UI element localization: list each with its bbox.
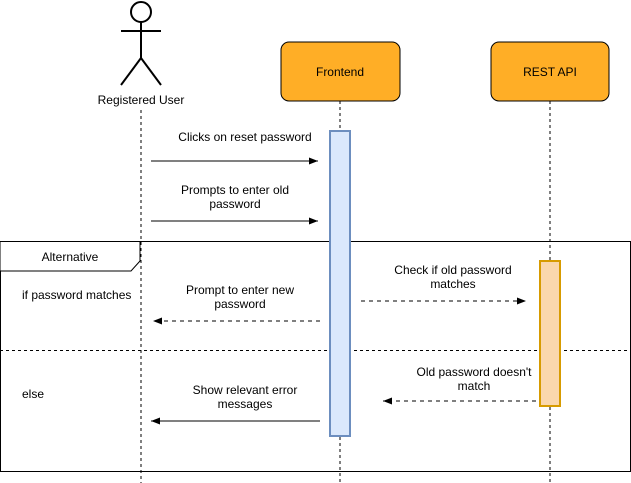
api-participant-box <box>490 41 610 102</box>
message-label-prompts-old-line2: password <box>209 197 260 211</box>
alt-fragment-label: Alternative <box>42 250 99 264</box>
message-label-prompt-new-line1: Prompt to enter new <box>186 283 294 297</box>
message-label-check-old-line1: Check if old password <box>394 263 511 277</box>
api-activation-bar <box>539 260 561 407</box>
frontend-activation-bar <box>329 130 351 437</box>
user-actor-icon <box>120 1 162 86</box>
message-label-clicks-reset: Clicks on reset password <box>178 130 311 144</box>
alt-condition-second: else <box>22 387 44 401</box>
api-participant-label: REST API <box>523 65 577 79</box>
alt-fragment-frame <box>0 241 631 472</box>
alt-condition-first: if password matches <box>22 288 131 302</box>
message-label-prompts-old-line1: Prompts to enter old <box>181 183 289 197</box>
message-label-old-mismatch-line2: match <box>458 379 491 393</box>
user-actor-label: Registered User <box>98 93 185 107</box>
message-label-prompt-new-line2: password <box>214 297 265 311</box>
message-label-check-old-line2: matches <box>430 277 475 291</box>
message-label-old-mismatch-line1: Old password doesn't <box>416 365 532 379</box>
message-label-show-error-line1: Show relevant error <box>193 383 298 397</box>
frontend-participant-box <box>280 41 401 102</box>
alt-fragment-tab <box>0 241 141 272</box>
message-label-show-error-line2: messages <box>218 397 273 411</box>
frontend-participant-label: Frontend <box>316 65 364 79</box>
